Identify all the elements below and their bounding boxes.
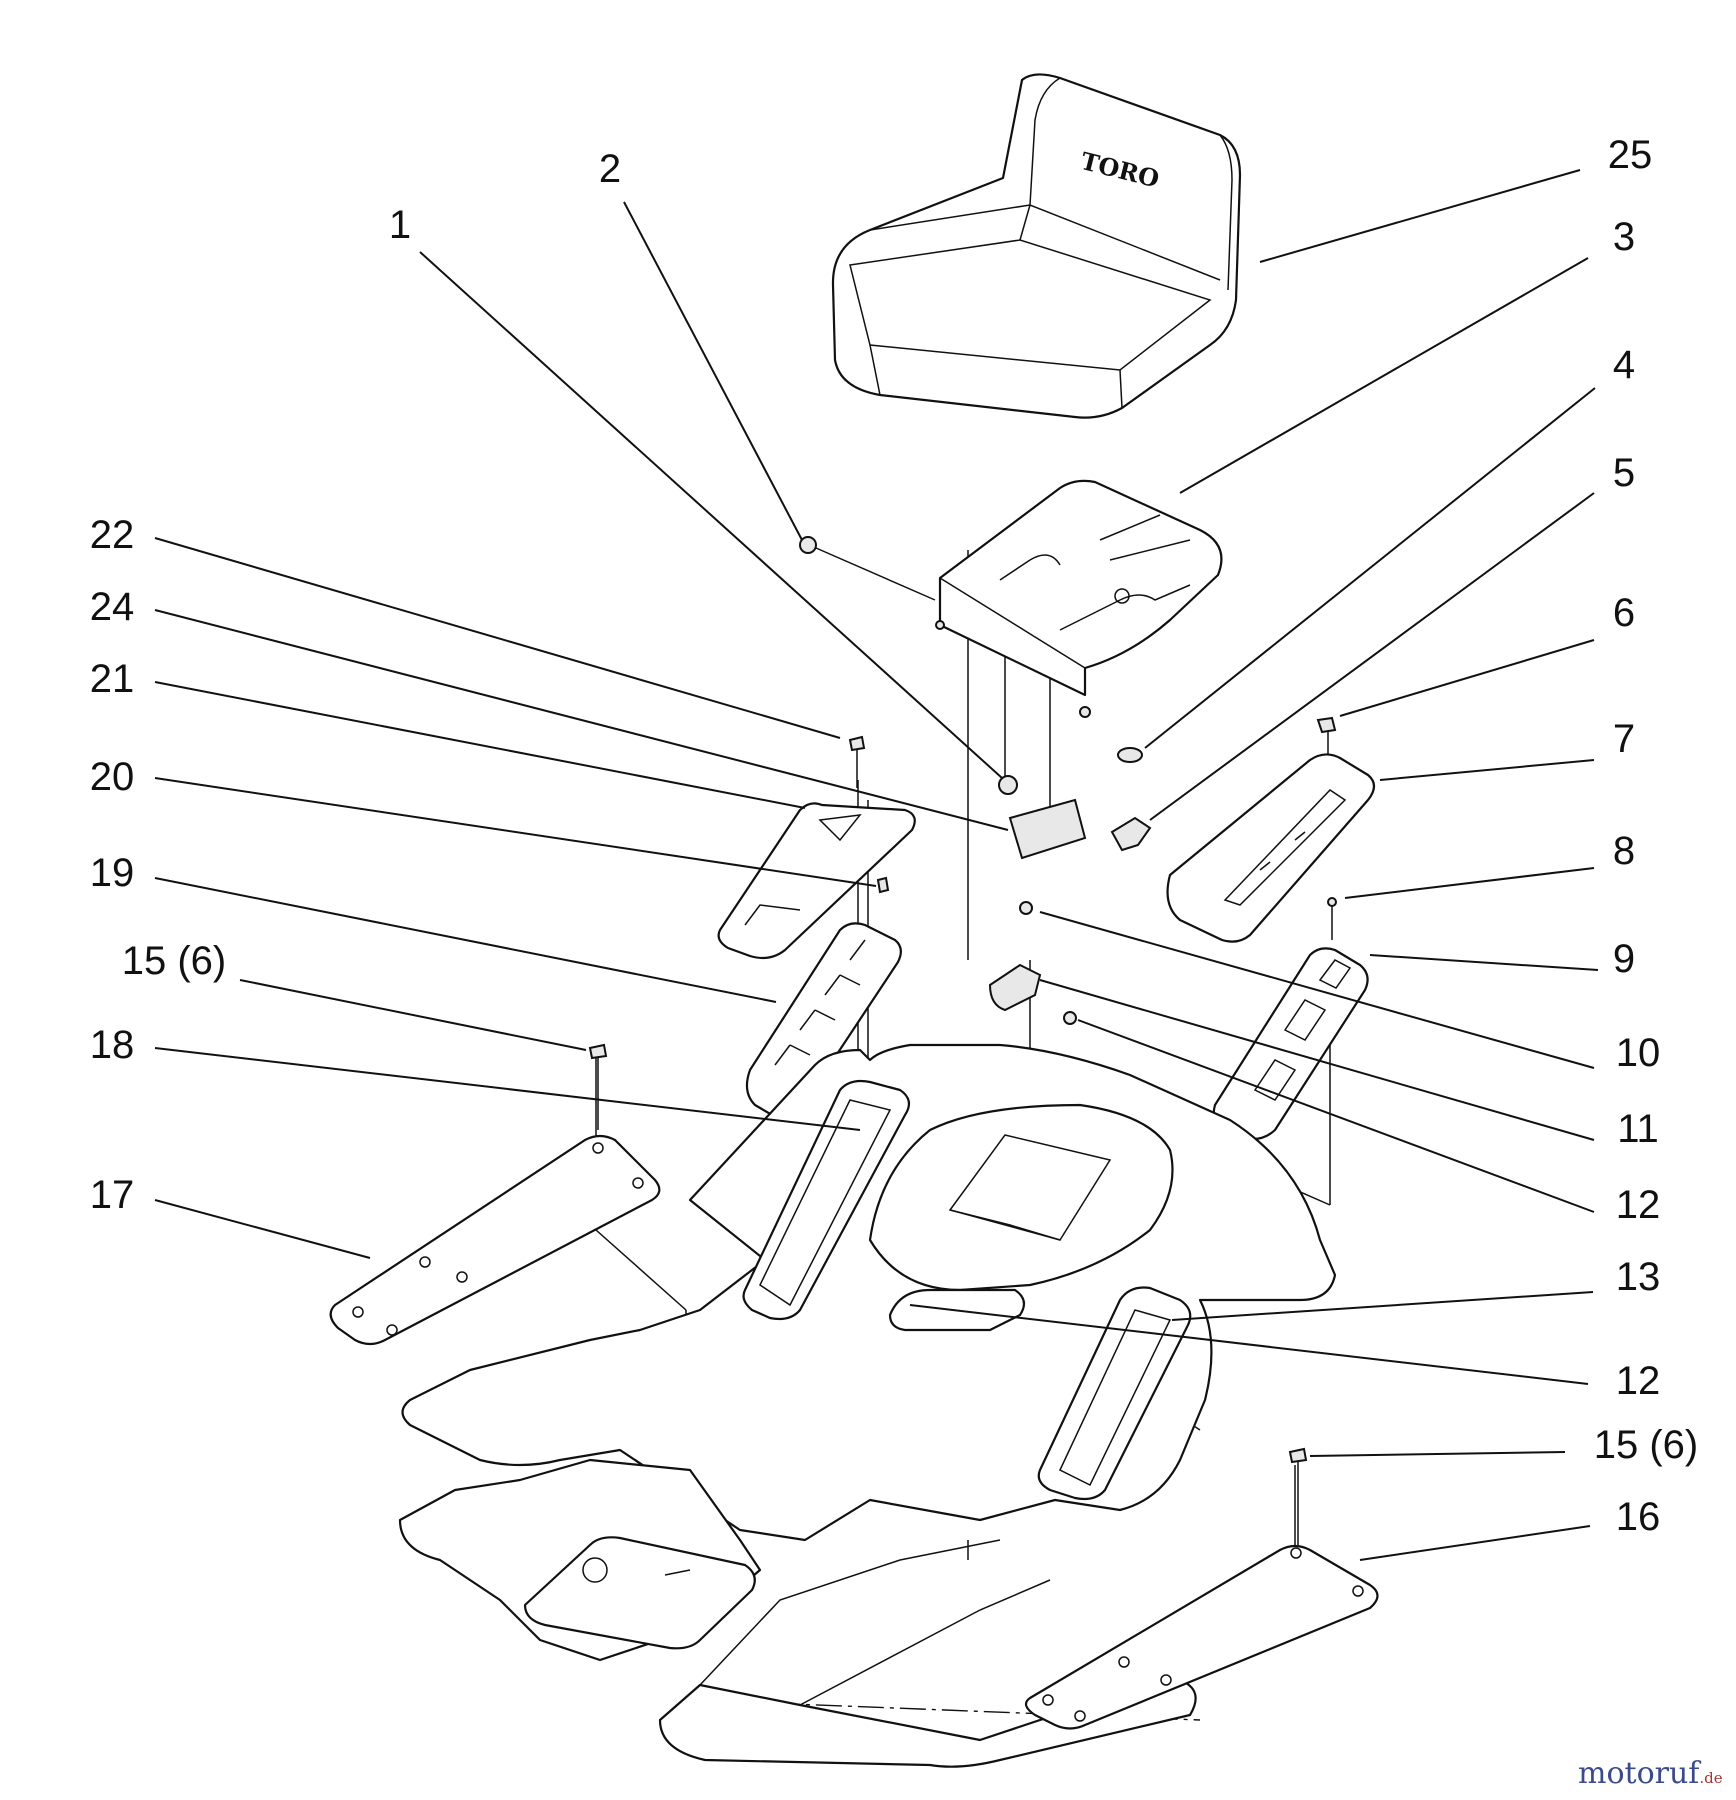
screw-part-8	[1327, 897, 1337, 907]
callout-17: 17	[90, 1173, 135, 1217]
bolt-part-2	[799, 536, 817, 554]
callout-8: 8	[1613, 829, 1635, 873]
callout-15-right: 15 (6)	[1594, 1423, 1699, 1467]
plate-part-17	[329, 1134, 661, 1346]
callout-7: 7	[1613, 717, 1635, 761]
bracket-part-11	[988, 963, 1042, 1012]
plate-part-21	[717, 802, 916, 960]
washer-part-4	[1117, 747, 1143, 763]
clip-part-20	[876, 876, 890, 894]
knob-part-5	[1110, 816, 1152, 852]
callout-9: 9	[1613, 937, 1635, 981]
callout-21: 21	[90, 657, 135, 701]
callout-25: 25	[1608, 133, 1653, 177]
callout-16: 16	[1616, 1495, 1661, 1539]
watermark-main: motoruf	[1578, 1756, 1700, 1791]
callout-12-lower: 12	[1616, 1359, 1661, 1403]
callout-11: 11	[1617, 1107, 1659, 1151]
callout-3: 3	[1613, 215, 1635, 259]
fender-body	[401, 1043, 1337, 1542]
callout-12-upper: 12	[1616, 1183, 1661, 1227]
callout-labels: 1 2 3 4 5 6 7 8 9 10 11 12 12 13 15 (6) …	[90, 133, 1699, 1539]
screw-part-10	[1019, 901, 1033, 915]
pin-part-22	[848, 735, 866, 752]
callout-2: 2	[599, 147, 621, 191]
callout-5: 5	[1613, 451, 1635, 495]
decal-part-24	[1008, 798, 1087, 860]
callout-19: 19	[90, 851, 135, 895]
plate-part-16	[1024, 1544, 1379, 1730]
nut-part-12-upper	[1063, 1011, 1077, 1025]
pin-part-6	[1316, 716, 1337, 734]
running-board	[398, 1458, 1197, 1768]
plate-part-9	[1212, 947, 1369, 1141]
seat-pan-part-3	[935, 479, 1223, 718]
callout-1: 1	[389, 203, 411, 247]
pin-part-15-right	[1288, 1447, 1308, 1464]
callout-10: 10	[1616, 1031, 1661, 1075]
callout-15-left: 15 (6)	[122, 939, 227, 983]
watermark-logo: motoruf.de	[1578, 1756, 1723, 1791]
callout-4: 4	[1613, 343, 1635, 387]
seat-part-25: TORO	[831, 73, 1242, 419]
nut-part-1	[998, 775, 1018, 795]
callout-13: 13	[1616, 1255, 1661, 1299]
callout-18: 18	[90, 1023, 135, 1067]
plate-part-7	[1166, 753, 1376, 943]
watermark-suffix: .de	[1699, 1769, 1723, 1787]
plate-part-19	[745, 922, 902, 1118]
leader-lines	[154, 169, 1599, 1561]
callout-20: 20	[90, 755, 135, 799]
callout-22: 22	[90, 513, 135, 557]
pin-part-15-left	[588, 1043, 608, 1060]
callout-6: 6	[1613, 591, 1635, 635]
callout-24: 24	[90, 585, 135, 629]
